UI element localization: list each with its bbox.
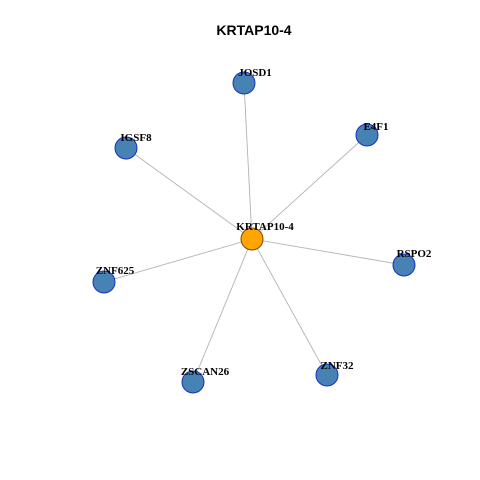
- node-label-e4f1: E4F1: [363, 121, 388, 133]
- node-circle-igsf8: [114, 136, 138, 160]
- node-zscan26: ZSCAN26: [181, 366, 230, 394]
- node-label-igsf8: IGSF8: [120, 132, 152, 144]
- node-label-znf625: ZNF625: [96, 265, 135, 277]
- node-label-center: KRTAP10-4: [236, 221, 294, 233]
- node-circle-znf32: [315, 363, 339, 387]
- node-circle-zscan26: [181, 370, 205, 394]
- edge-center-zscan26: [192, 238, 253, 383]
- edge-center-e4f1: [251, 134, 368, 240]
- edge-center-igsf8: [125, 147, 253, 240]
- node-circle-e4f1: [355, 123, 379, 147]
- edge-center-rspo2: [251, 238, 405, 266]
- node-label-josd1: JOSD1: [238, 67, 272, 79]
- node-label-zscan26: ZSCAN26: [181, 366, 230, 378]
- edge-center-znf625: [103, 238, 253, 283]
- node-circle-josd1: [232, 71, 256, 95]
- node-znf32: ZNF32: [315, 360, 355, 387]
- node-josd1: JOSD1: [232, 67, 272, 95]
- edges-layer: [103, 82, 405, 383]
- edge-center-josd1: [243, 82, 253, 240]
- edge-center-znf32: [251, 238, 328, 376]
- node-e4f1: E4F1: [355, 121, 389, 147]
- node-label-znf32: ZNF32: [321, 360, 355, 372]
- node-igsf8: IGSF8: [114, 132, 152, 160]
- node-circle-znf625: [92, 270, 116, 294]
- diagram-title: KRTAP10-4: [216, 22, 291, 38]
- node-circle-rspo2: [392, 253, 416, 277]
- node-znf625: ZNF625: [92, 265, 135, 294]
- node-center: KRTAP10-4: [236, 221, 294, 251]
- node-label-rspo2: RSPO2: [397, 248, 432, 260]
- node-circle-center: [240, 227, 264, 251]
- node-rspo2: RSPO2: [392, 248, 432, 277]
